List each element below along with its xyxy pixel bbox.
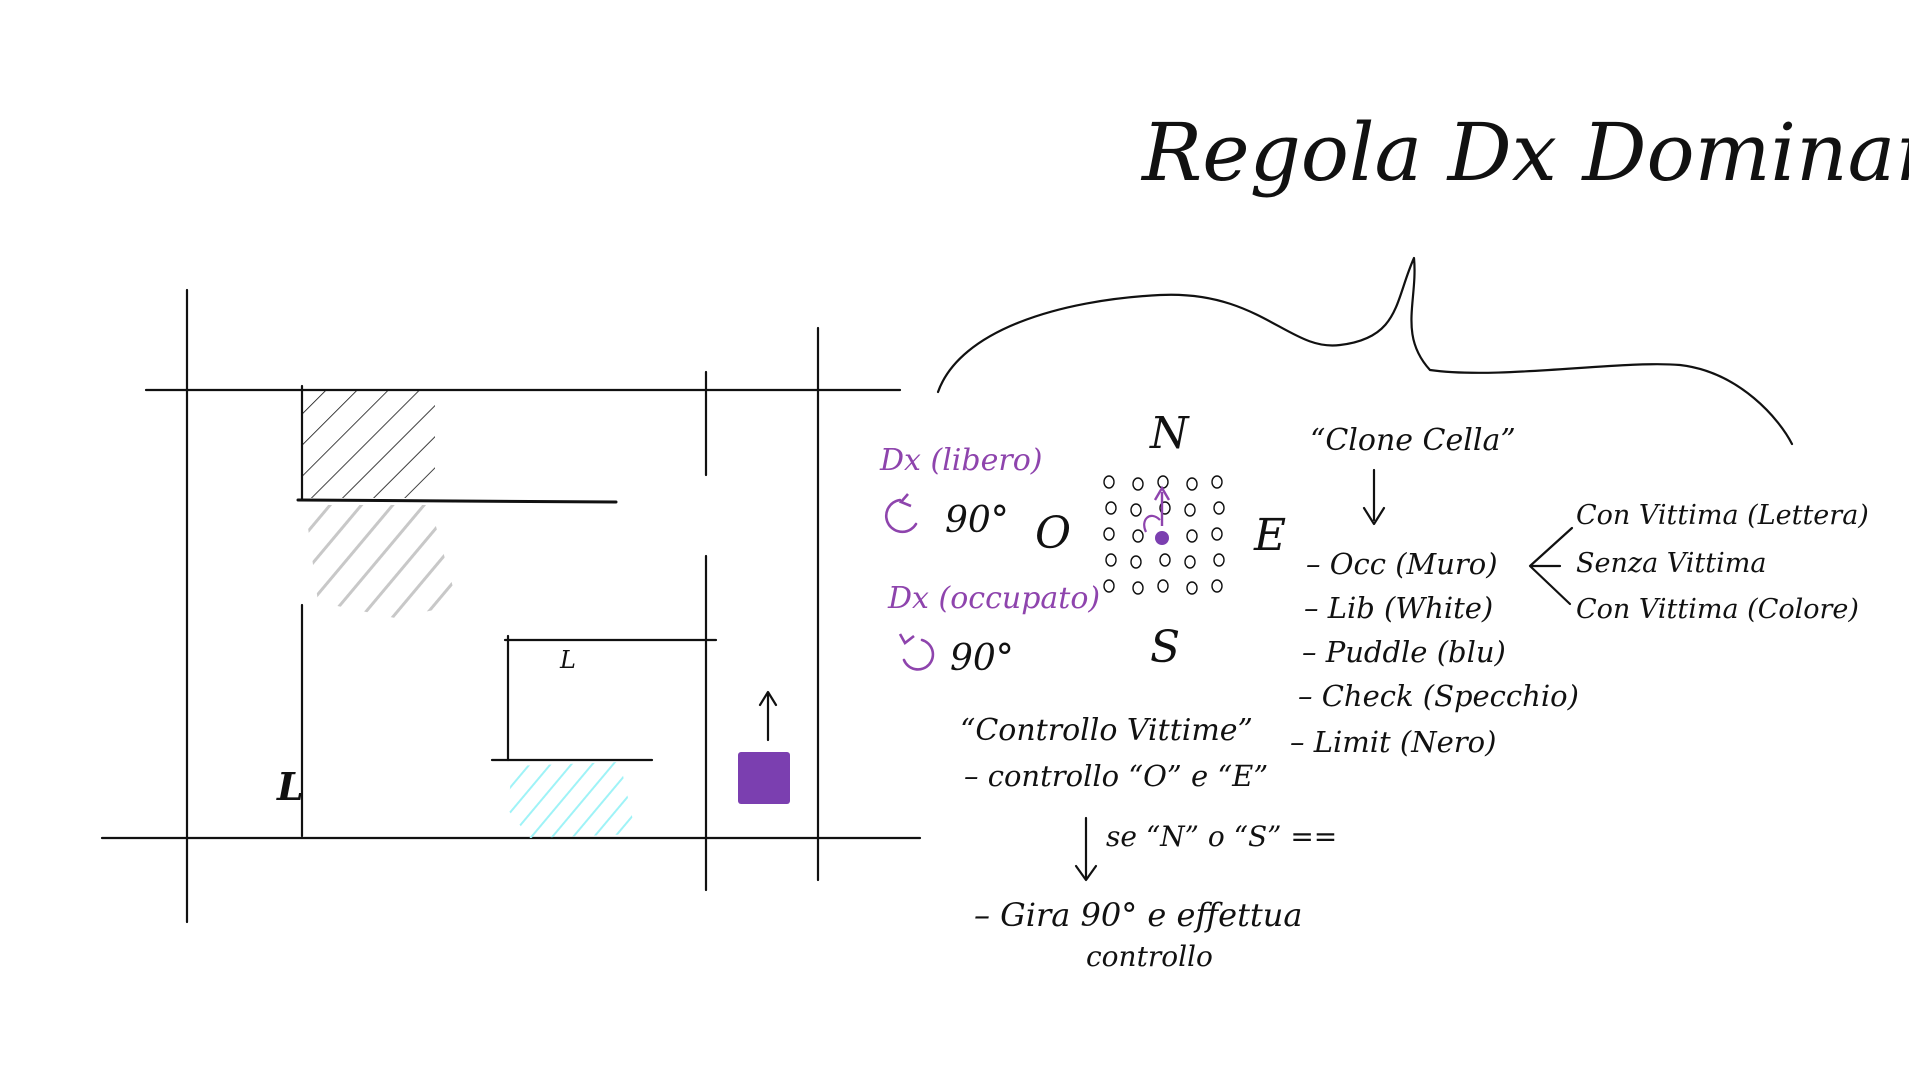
occ-variant-color: Con Vittima (Colore) <box>1576 594 1859 625</box>
rotate-cw-icon-head <box>898 493 912 508</box>
victim-check-action-2: controllo <box>1086 940 1213 973</box>
rotation-occupied-label: Dx (occupato) <box>887 581 1100 616</box>
rotation-free-label: Dx (libero) <box>879 443 1042 478</box>
rotate-cw-icon <box>884 498 918 534</box>
clone-cell-item-lib: – Lib (White) <box>1304 591 1493 625</box>
robot-arrow-head <box>758 690 778 707</box>
grid-dot <box>1159 553 1171 567</box>
grid-dot <box>1157 579 1169 593</box>
maze-label-l-inner: L <box>559 646 576 674</box>
grid-dot <box>1159 501 1171 515</box>
grid-dot <box>1132 529 1144 543</box>
clone-cell-item-check: – Check (Specchio) <box>1298 679 1579 713</box>
grid-dot <box>1105 553 1117 567</box>
clone-cell-item-limit: – Limit (Nero) <box>1290 725 1496 759</box>
grid-dot <box>1103 527 1115 541</box>
grid-dot <box>1132 477 1144 491</box>
grid-dot <box>1184 503 1196 517</box>
clone-cell-arrow-head <box>1362 506 1386 526</box>
occ-variant-letter: Con Vittima (Lettera) <box>1576 500 1869 531</box>
grid-dot <box>1213 553 1225 567</box>
robot-square <box>738 752 790 804</box>
clone-cell-item-occ: – Occ (Muro) <box>1306 547 1498 581</box>
compass-west-label: O <box>1035 508 1071 559</box>
clone-cell-item-puddle: – Puddle (blu) <box>1302 635 1506 669</box>
compass-east-label: E <box>1253 510 1286 561</box>
grid-dot <box>1157 475 1169 489</box>
compass-grid: N S E O <box>1035 408 1286 673</box>
victim-check-condition: se “N” o “S” == <box>1106 820 1337 853</box>
clone-cell-heading: “Clone Cella” <box>1310 423 1516 458</box>
dot-grid <box>1103 475 1225 595</box>
maze-sketch: L L <box>100 288 922 924</box>
grid-dot <box>1186 529 1198 543</box>
maze-label-l-left: L <box>276 764 304 809</box>
rotate-ccw-icon <box>902 638 935 671</box>
diagram-title: Regola Dx Dominante <box>1140 106 1909 199</box>
clone-cell-section: “Clone Cella” – Occ (Muro) – Lib (White)… <box>1290 423 1869 759</box>
wall-block-bottom-edge <box>296 498 618 504</box>
victim-check-action-1: – Gira 90° e effettua <box>974 896 1302 934</box>
robot-turn-arrow <box>1143 514 1161 533</box>
robot-heading-arrow-head <box>1153 485 1171 501</box>
grid-dot <box>1211 579 1223 593</box>
compass-south-label: S <box>1150 622 1180 673</box>
occ-variant-none: Senza Vittima <box>1576 548 1766 579</box>
grid-dot <box>1103 579 1115 593</box>
grid-dot <box>1186 581 1198 595</box>
gray-hatched-area <box>305 505 458 618</box>
grid-dot <box>1186 477 1198 491</box>
grid-dot <box>1130 503 1142 517</box>
rotation-free-angle: 90° <box>945 500 1009 541</box>
occ-branch-fork <box>1528 526 1574 606</box>
rotate-ccw-icon-head <box>898 633 915 645</box>
grid-dot <box>1105 501 1117 515</box>
robot-position-dot <box>1155 531 1169 545</box>
cyan-hatched-puddle <box>508 762 636 838</box>
rotation-notes: Dx (libero) 90° Dx (occupato) 90° <box>879 443 1100 679</box>
victim-check-section: “Controllo Vittime” – controllo “O” e “E… <box>960 713 1337 973</box>
grid-dot <box>1184 555 1196 569</box>
compass-north-label: N <box>1149 408 1190 459</box>
grid-dot <box>1213 501 1225 515</box>
rotation-occupied-angle: 90° <box>950 638 1014 679</box>
wall-block-dark <box>303 390 435 498</box>
grid-dot <box>1132 581 1144 595</box>
victim-check-heading: “Controllo Vittime” <box>960 713 1253 748</box>
victim-check-arrow-head <box>1074 864 1098 882</box>
curly-brace <box>936 256 1794 446</box>
grid-dot <box>1103 475 1115 489</box>
grid-dot <box>1211 527 1223 541</box>
victim-check-line: – controllo “O” e “E” <box>964 759 1268 793</box>
grid-dot <box>1130 555 1142 569</box>
grid-dot <box>1211 475 1223 489</box>
